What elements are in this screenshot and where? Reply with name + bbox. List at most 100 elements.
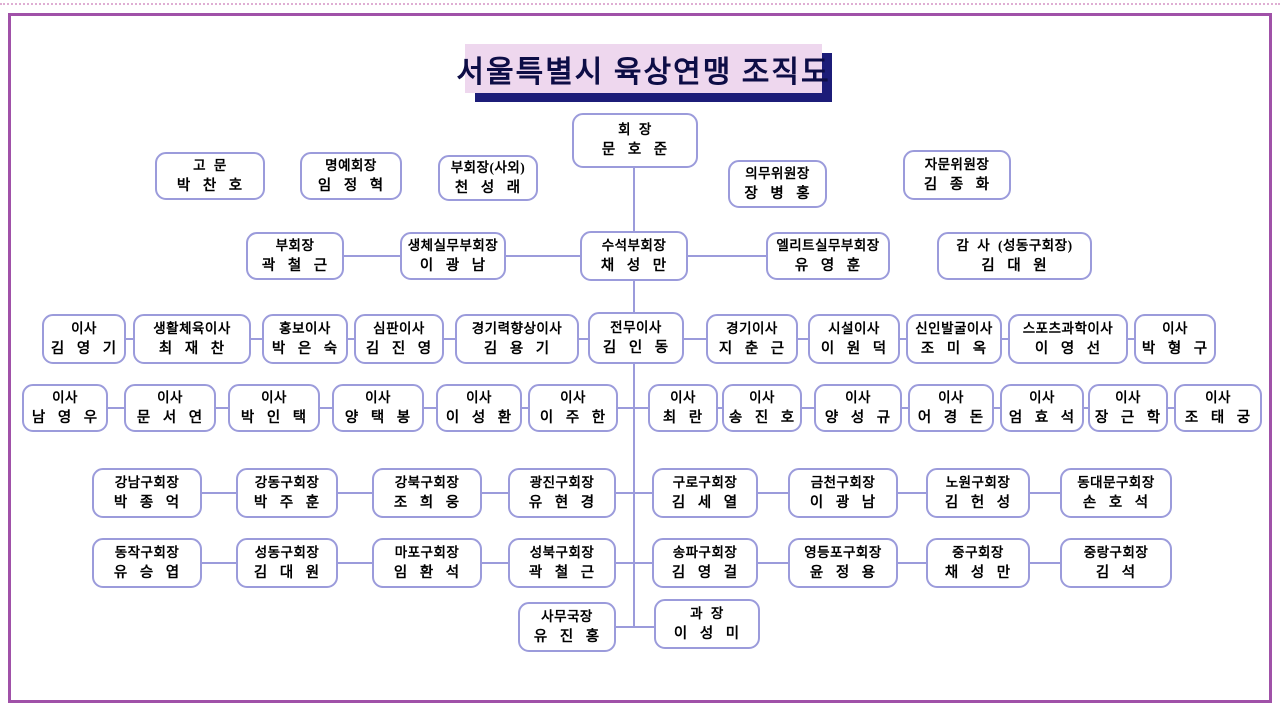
person-name: 이 광 남 [809, 494, 877, 511]
box-dir-jang-geunhak: 이사 장 근 학 [1088, 384, 1168, 432]
box-dir-competition: 경기이사 지 춘 근 [706, 314, 798, 364]
person-name: 김 영 기 [50, 340, 118, 357]
person-name: 박 주 훈 [253, 494, 321, 511]
role-label: 광진구회장 [529, 474, 595, 490]
role-label: 노원구회장 [945, 474, 1011, 490]
role-label: 이사 [52, 389, 78, 405]
role-label: 신인발굴이사 [915, 320, 993, 336]
person-name: 채 성 만 [944, 564, 1012, 581]
role-label: 스포츠과학이사 [1022, 320, 1114, 336]
role-label: 동대문구회장 [1077, 474, 1155, 490]
role-label: 부회장(사외) [450, 159, 526, 175]
box-dir-song-jinho: 이사 송 진 호 [722, 384, 802, 432]
box-auditor: 감 사 (성동구회장) 김 대 원 [937, 232, 1092, 280]
box-dir-eom-hyoseok: 이사 엄 효 석 [1000, 384, 1084, 432]
role-label: 동작구회장 [114, 544, 180, 560]
box-gangnam-chair: 강남구회장 박 종 억 [92, 468, 202, 518]
role-label: 마포구회장 [394, 544, 460, 560]
box-yeongdeungpo-chair: 영등포구회장 윤 정 용 [788, 538, 898, 588]
person-name: 이 원 덕 [820, 340, 888, 357]
role-label: 이사 [71, 320, 97, 336]
role-label: 영등포구회장 [804, 544, 882, 560]
row7-connector-line [567, 626, 707, 628]
person-name: 박 형 구 [1141, 340, 1209, 357]
role-label: 이사 [560, 389, 586, 405]
box-songpa-chair: 송파구회장 김 영 걸 [652, 538, 758, 588]
role-label: 성북구회장 [529, 544, 595, 560]
box-chairman: 회 장 문 호 준 [572, 113, 698, 168]
box-dir-lee-joohan: 이사 이 주 한 [528, 384, 618, 432]
box-guro-chair: 구로구회장 김 세 열 [652, 468, 758, 518]
role-label: 사무국장 [541, 608, 593, 624]
box-dongjak-chair: 동작구회장 유 승 엽 [92, 538, 202, 588]
person-name: 이 주 한 [539, 409, 607, 426]
role-label: 이사 [1162, 320, 1188, 336]
box-dir-life-sports: 생활체육이사 최 재 찬 [133, 314, 251, 364]
page-title: 서울특별시 육상연맹 조직도 [456, 44, 829, 93]
person-name: 유 영 훈 [794, 257, 862, 274]
box-vice-chairman: 부회장 곽 철 근 [246, 232, 344, 280]
box-advisor: 고 문 박 찬 호 [155, 152, 265, 200]
person-name: 김 인 동 [602, 339, 670, 356]
role-label: 이사 [938, 389, 964, 405]
person-name: 조 태 궁 [1184, 409, 1252, 426]
role-label: 이사 [749, 389, 775, 405]
row2-connector-line [295, 255, 828, 257]
box-secretary-general: 사무국장 유 진 홍 [518, 602, 616, 652]
box-dir-jo-taegung: 이사 조 태 궁 [1174, 384, 1262, 432]
box-nowon-chair: 노원구회장 김 헌 성 [926, 468, 1030, 518]
person-name: 양 택 봉 [344, 409, 412, 426]
box-dir-nam-youngwoo: 이사 남 영 우 [22, 384, 108, 432]
person-name: 김 세 열 [671, 494, 739, 511]
person-name: 김 대 원 [253, 564, 321, 581]
role-label: 이사 [845, 389, 871, 405]
role-label: 이사 [1205, 389, 1231, 405]
person-name: 문 서 연 [136, 409, 204, 426]
role-label: 이사 [261, 389, 287, 405]
role-label: 생활체육이사 [153, 320, 231, 336]
box-dir-performance: 경기력향상이사 김 용 기 [455, 314, 579, 364]
person-name: 박 인 택 [240, 409, 308, 426]
box-dir-eo-kyungdon: 이사 어 경 돈 [908, 384, 994, 432]
box-medical-chair: 의무위원장 장 병 홍 [728, 160, 827, 208]
box-gangdong-chair: 강동구회장 박 주 훈 [236, 468, 338, 518]
outer-frame-border [8, 13, 1272, 703]
box-dir-lee-sunghwan: 이사 이 성 환 [436, 384, 522, 432]
role-label: 수석부회장 [601, 237, 667, 253]
role-label: 이사 [670, 389, 696, 405]
person-name: 김 진 영 [365, 340, 433, 357]
person-name: 이 광 남 [419, 257, 487, 274]
box-dir-yang-taekbong: 이사 양 택 봉 [332, 384, 424, 432]
role-label: 이사 [1029, 389, 1055, 405]
role-label: 자문위원장 [924, 156, 990, 172]
box-dir-park-intaek: 이사 박 인 택 [228, 384, 320, 432]
person-name: 이 성 환 [445, 409, 513, 426]
person-name: 유 승 엽 [113, 564, 181, 581]
role-label: 송파구회장 [672, 544, 738, 560]
person-name: 조 희 웅 [393, 494, 461, 511]
box-dir-yang-sunggyu: 이사 양 성 규 [814, 384, 902, 432]
person-name: 김 종 화 [923, 176, 991, 193]
role-label: 심판이사 [373, 320, 425, 336]
person-name: 남 영 우 [31, 409, 99, 426]
person-name: 양 성 규 [824, 409, 892, 426]
row5-connector-line [147, 492, 1116, 494]
role-label: 회 장 [618, 122, 652, 137]
box-dir-sports-science: 스포츠과학이사 이 영 선 [1008, 314, 1128, 364]
box-mapo-chair: 마포구회장 임 환 석 [372, 538, 482, 588]
role-label: 과 장 [690, 605, 724, 621]
role-label: 홍보이사 [279, 320, 331, 336]
role-label: 중랑구회장 [1083, 544, 1149, 560]
row4-connector-line [64, 407, 1218, 409]
person-name: 이 성 미 [673, 625, 741, 642]
role-label: 강남구회장 [114, 474, 180, 490]
central-spine-line [633, 168, 635, 628]
person-name: 박 종 억 [113, 494, 181, 511]
role-label: 엘리트실무부회장 [776, 237, 880, 253]
person-name: 김 용 기 [483, 340, 551, 357]
person-name: 곽 철 근 [261, 257, 329, 274]
box-dir-facility: 시설이사 이 원 덕 [808, 314, 900, 364]
box-section-chief: 과 장 이 성 미 [654, 599, 760, 649]
box-dir-moon-seoyeon: 이사 문 서 연 [124, 384, 216, 432]
person-name: 박 찬 호 [176, 177, 244, 194]
